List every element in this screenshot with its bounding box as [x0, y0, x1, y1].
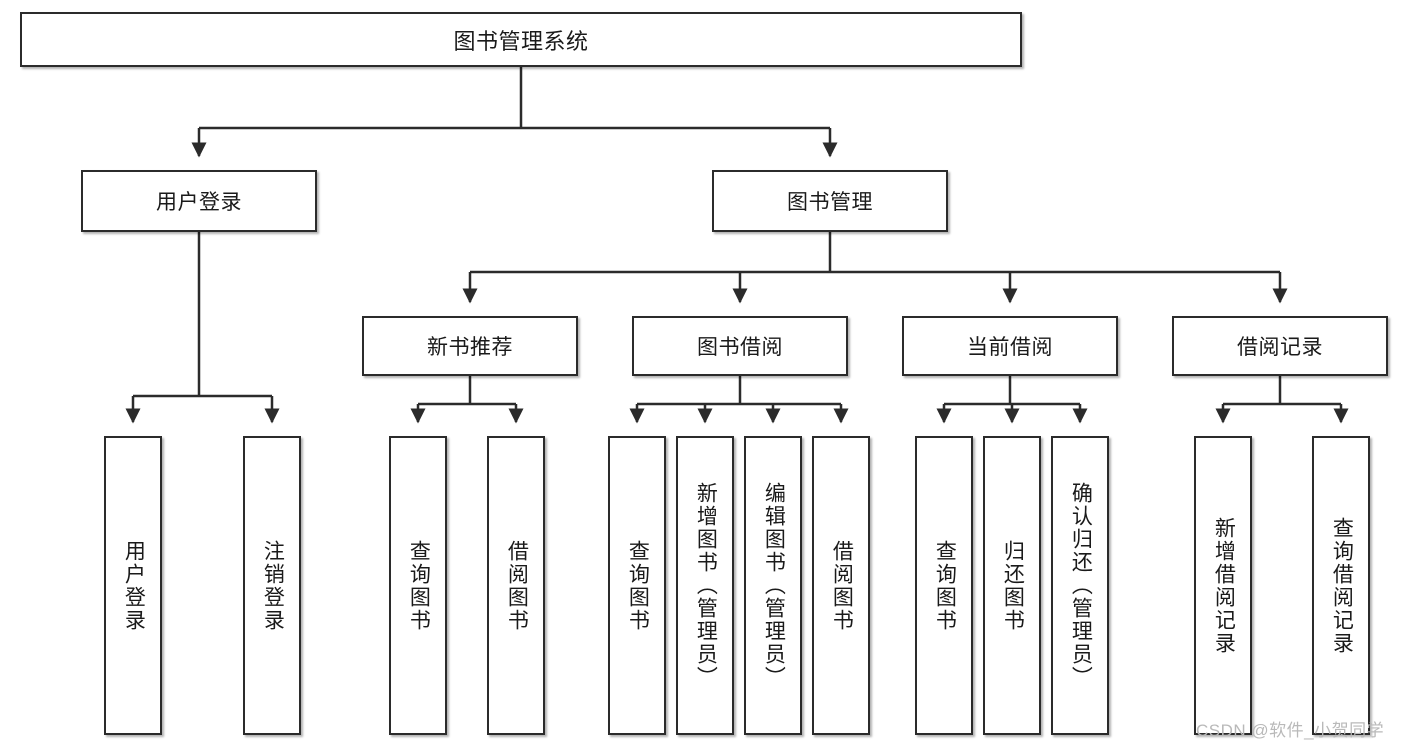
leaf-query-book-3[interactable]: 查询图书 — [915, 436, 973, 735]
leaf-query-record-label: 查询借阅记录 — [1330, 516, 1354, 655]
leaf-query-book-2-label: 查询图书 — [626, 539, 650, 632]
leaf-borrow-book-1-label: 借阅图书 — [505, 539, 529, 632]
leaf-edit-book[interactable]: 编辑图书（管理员） — [744, 436, 802, 735]
leaf-borrow-book-2[interactable]: 借阅图书 — [812, 436, 870, 735]
node-root-label: 图书管理系统 — [453, 28, 589, 54]
leaf-return-book-label: 归还图书 — [1001, 539, 1025, 632]
leaf-logout[interactable]: 注销登录 — [243, 436, 301, 735]
node-book-manage[interactable]: 图书管理 — [712, 170, 948, 232]
leaf-query-book-1-label: 查询图书 — [407, 539, 431, 632]
leaf-confirm-return-label: 确认归还（管理员） — [1069, 482, 1093, 689]
node-book-borrow[interactable]: 图书借阅 — [632, 316, 848, 376]
leaf-edit-book-label: 编辑图书（管理员） — [762, 482, 786, 689]
leaf-user-login[interactable]: 用户登录 — [104, 436, 162, 735]
leaf-query-book-2[interactable]: 查询图书 — [608, 436, 666, 735]
leaf-add-book-label: 新增图书（管理员） — [694, 482, 718, 689]
node-book-manage-label: 图书管理 — [787, 191, 873, 214]
leaf-borrow-book-1[interactable]: 借阅图书 — [487, 436, 545, 735]
node-borrow-record[interactable]: 借阅记录 — [1172, 316, 1388, 376]
node-current-borrow[interactable]: 当前借阅 — [902, 316, 1118, 376]
leaf-query-record[interactable]: 查询借阅记录 — [1312, 436, 1370, 735]
leaf-return-book[interactable]: 归还图书 — [983, 436, 1041, 735]
leaf-borrow-book-2-label: 借阅图书 — [830, 539, 854, 632]
leaf-add-record[interactable]: 新增借阅记录 — [1194, 436, 1252, 735]
node-new-book-rec-label: 新书推荐 — [427, 336, 513, 359]
leaf-add-book[interactable]: 新增图书（管理员） — [676, 436, 734, 735]
node-root[interactable]: 图书管理系统 — [20, 12, 1022, 67]
leaf-logout-label: 注销登录 — [261, 539, 285, 632]
node-user-login-label: 用户登录 — [156, 191, 242, 214]
node-user-login[interactable]: 用户登录 — [81, 170, 317, 232]
node-current-borrow-label: 当前借阅 — [967, 336, 1053, 359]
leaf-query-book-3-label: 查询图书 — [933, 539, 957, 632]
leaf-query-book-1[interactable]: 查询图书 — [389, 436, 447, 735]
node-book-borrow-label: 图书借阅 — [697, 336, 783, 359]
leaf-user-login-label: 用户登录 — [122, 539, 146, 632]
leaf-confirm-return[interactable]: 确认归还（管理员） — [1051, 436, 1109, 735]
node-borrow-record-label: 借阅记录 — [1237, 336, 1323, 359]
node-new-book-rec[interactable]: 新书推荐 — [362, 316, 578, 376]
leaf-add-record-label: 新增借阅记录 — [1212, 516, 1236, 655]
csdn-watermark: CSDN @软件_小贺同学 — [1196, 721, 1385, 740]
